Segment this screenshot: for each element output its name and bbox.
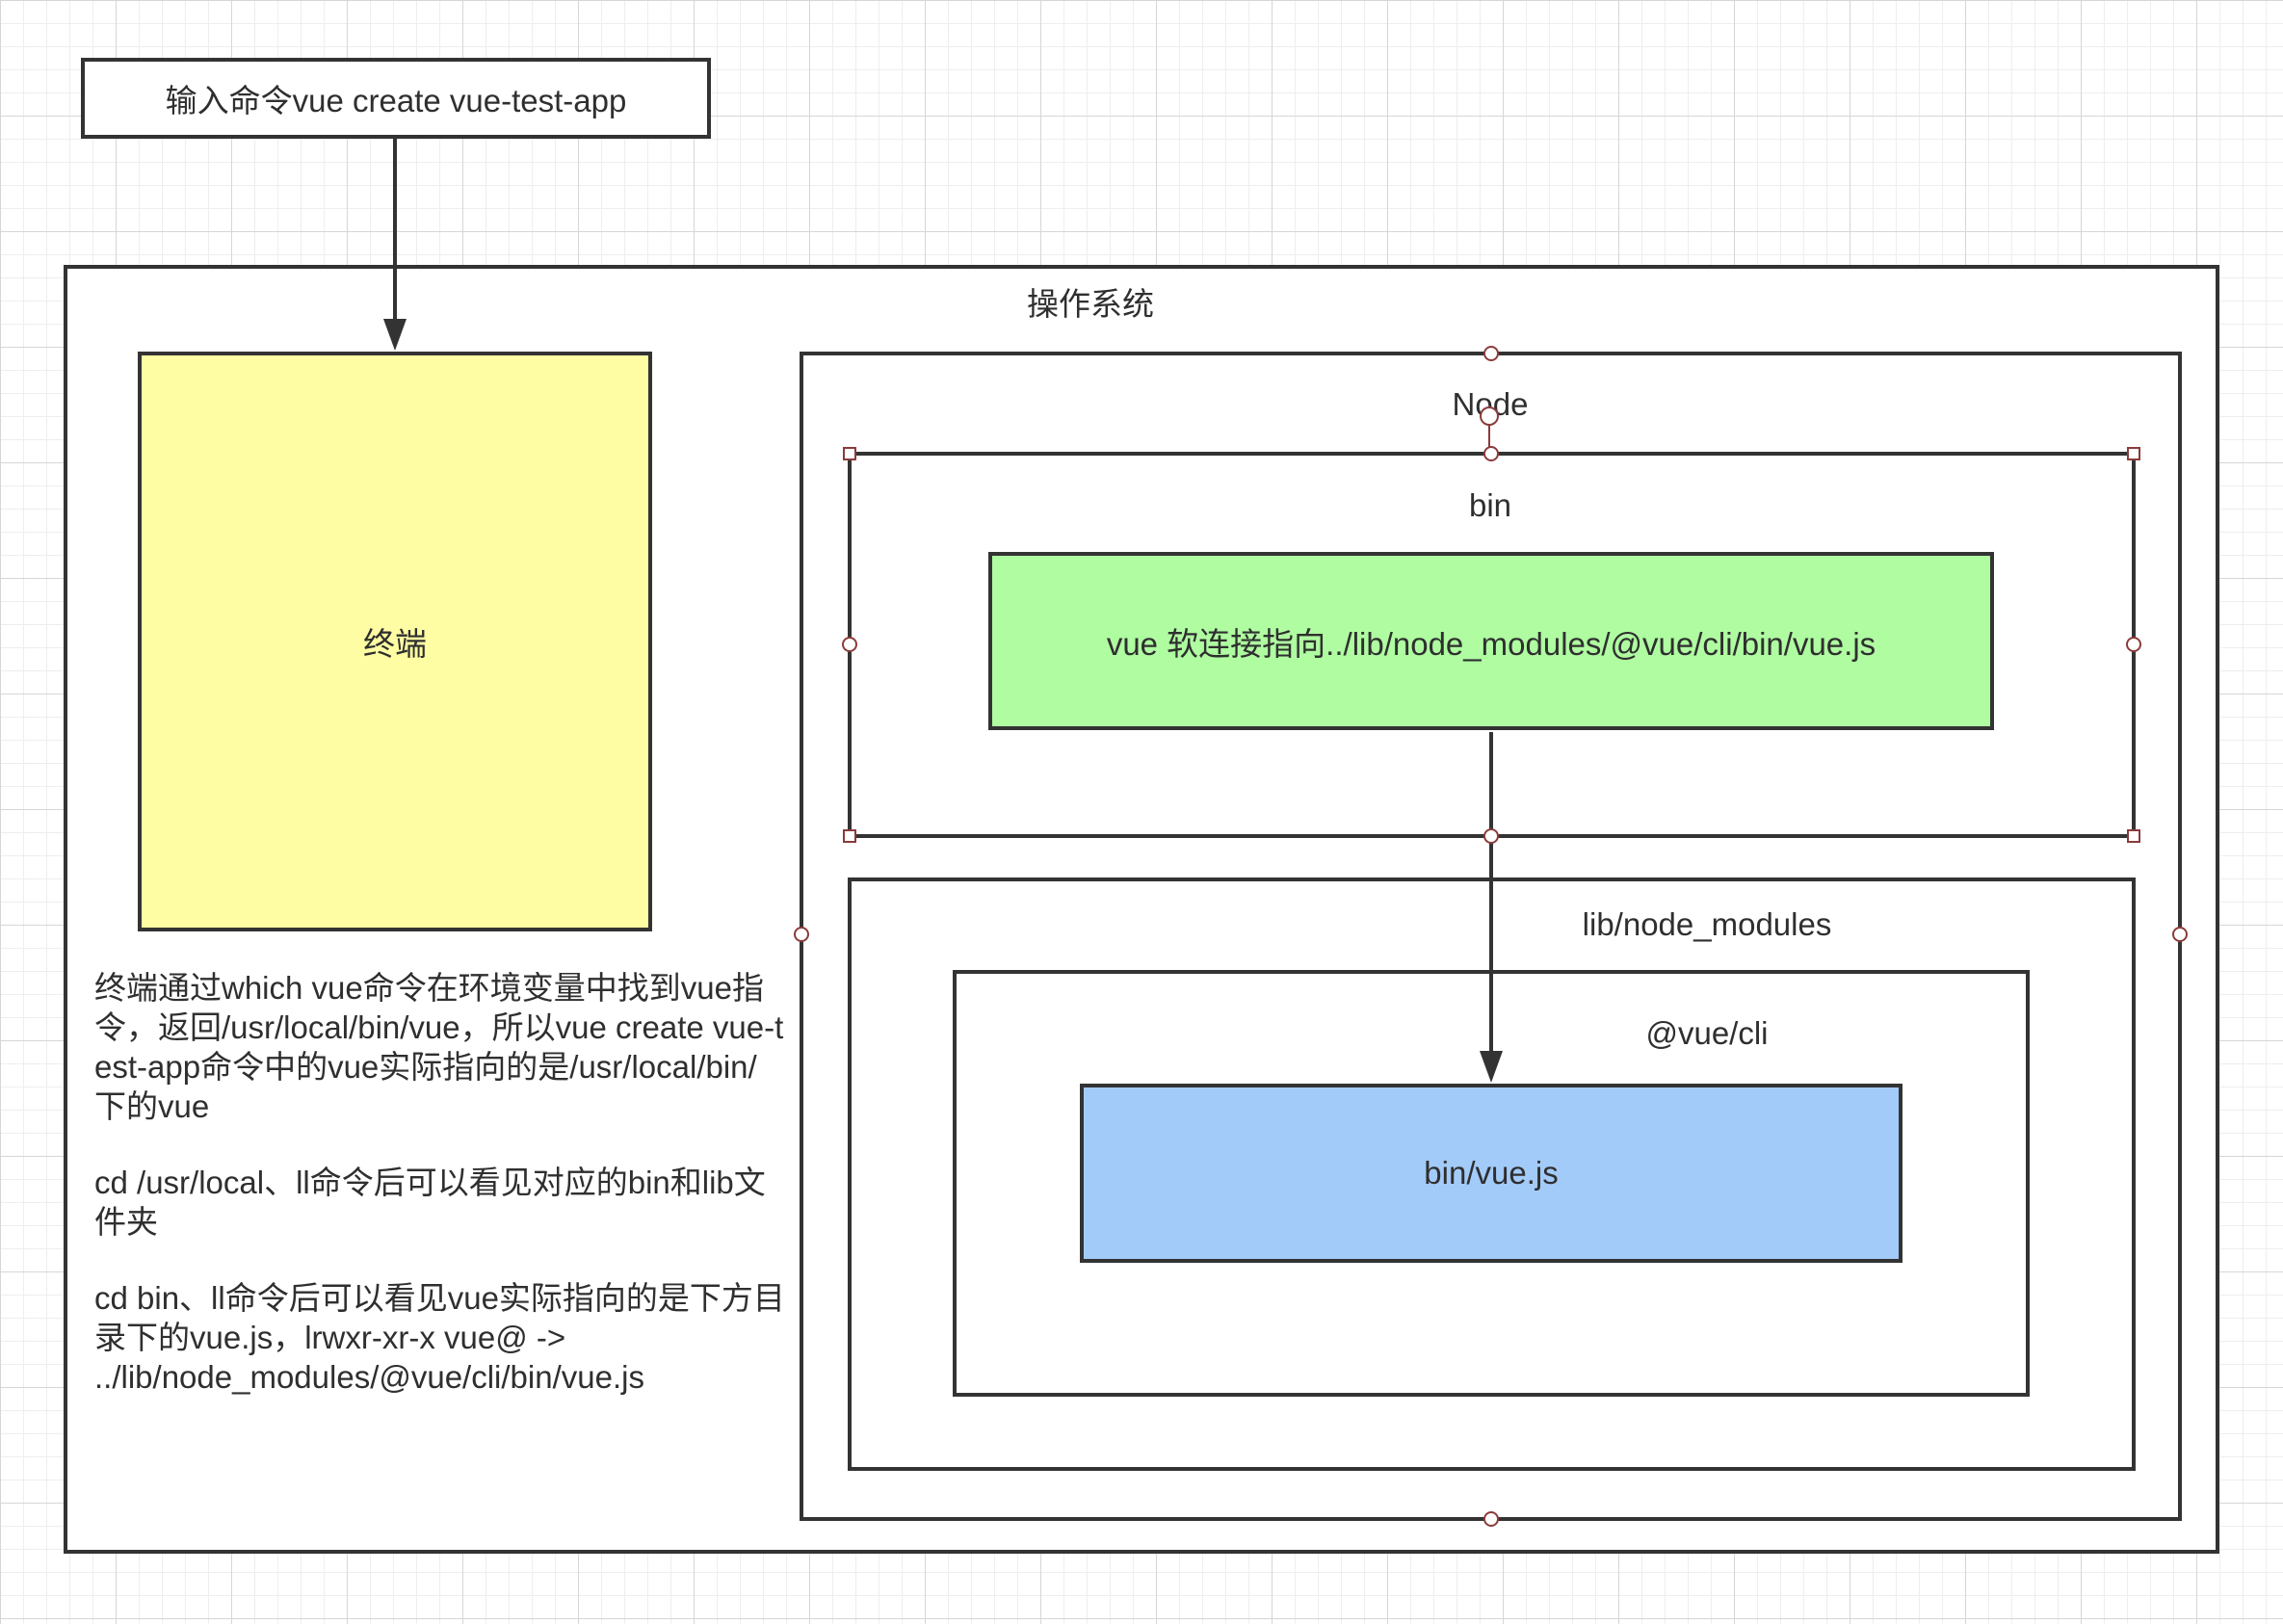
terminal-box[interactable]: 终端 [138, 352, 652, 931]
note-cd-usr-local: cd /usr/local、ll命令后可以看见对应的bin和lib文件夹 [94, 1165, 766, 1240]
bin-title: bin [1468, 487, 1512, 523]
explanation-notes: 终端通过which vue命令在环境变量中找到vue指令，返回/usr/loca… [94, 968, 788, 1433]
lib-node-modules-title: lib/node_modules [1582, 906, 1832, 942]
vue-js-label: bin/vue.js [1424, 1155, 1559, 1191]
vue-cli-title: @vue/cli [1645, 1015, 1769, 1051]
note-which-vue: 终端通过which vue命令在环境变量中找到vue指令，返回/usr/loca… [94, 970, 784, 1124]
command-box[interactable]: 输入命令vue create vue-test-app [81, 58, 711, 139]
note-cd-bin: cd bin、ll命令后可以看见vue实际指向的是下方目录下的vue.js，lr… [94, 1280, 785, 1395]
vue-js-box[interactable]: bin/vue.js [1080, 1084, 1902, 1263]
vue-symlink-label: vue 软连接指向../lib/node_modules/@vue/cli/bi… [1106, 625, 1876, 662]
os-title: 操作系统 [1027, 286, 1154, 322]
terminal-label: 终端 [363, 626, 427, 662]
vue-symlink-box[interactable]: vue 软连接指向../lib/node_modules/@vue/cli/bi… [988, 552, 1994, 730]
command-box-label: 输入命令vue create vue-test-app [165, 83, 627, 118]
node-title: Node [1452, 386, 1529, 422]
